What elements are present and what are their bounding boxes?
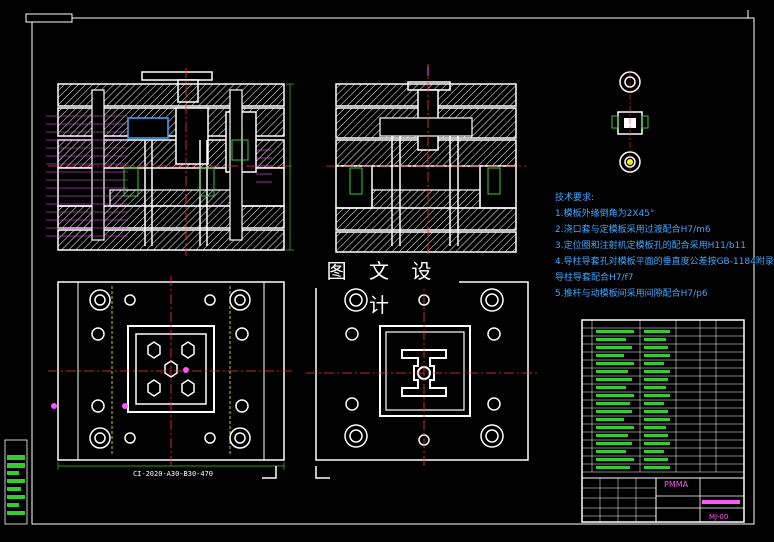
mold-assembly-drawing	[4, 10, 755, 525]
plan-view-fixed-half	[48, 276, 294, 479]
technical-requirement-item: 1.模板外缘倒角为2X45°	[555, 209, 655, 219]
drawing-code: MJ-00	[709, 513, 729, 521]
title-block	[581, 319, 745, 523]
technical-requirement-item: 2.浇口套与定模板采用过渡配合H7/m6	[555, 225, 711, 235]
front-section-view	[46, 68, 294, 256]
technical-requirement-item: 4.导柱导套孔对模板平面的垂直度公差按GB-1184附录	[555, 257, 774, 267]
plan-view-moving-half	[306, 276, 538, 479]
mold-base-label: CI-2020-A30-B30-470	[132, 470, 214, 478]
technical-requirement-item: 3.定位圈和注射机定模板孔的配合采用H11/b11	[555, 241, 747, 251]
technical-requirement-item: 导柱导套配合H7/f7	[555, 273, 634, 283]
technical-requirements: 技术要求: 1.模板外缘倒角为2X45° 2.浇口套与定模板采用过渡配合H7/m…	[555, 190, 774, 302]
side-section-view	[326, 64, 526, 256]
frame-tab	[25, 13, 73, 23]
material-label: PMMA	[664, 480, 689, 489]
drawing-frame	[31, 17, 755, 525]
revision-strip	[4, 439, 28, 525]
technical-requirement-item: 5.推杆与动模板间采用间隙配合H7/p6	[555, 289, 708, 299]
watermark: 图 文 设 计	[307, 254, 459, 317]
technical-requirements-heading: 技术要求:	[555, 193, 595, 203]
part-detail-view	[611, 70, 649, 176]
